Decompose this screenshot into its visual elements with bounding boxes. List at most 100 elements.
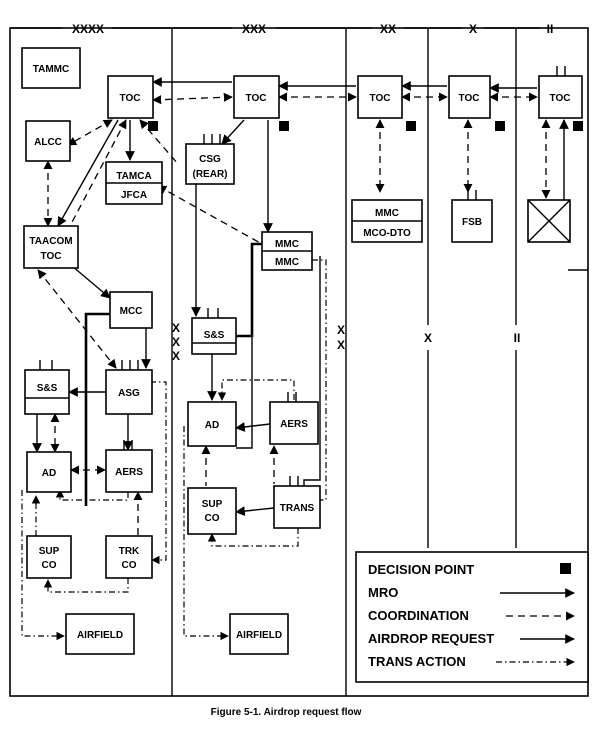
- aers-corps-label: AERS: [280, 419, 308, 430]
- legend-mro-label: MRO: [368, 585, 398, 600]
- decision-point-brigade: [495, 121, 505, 131]
- figure-caption: Figure 5-1. Airdrop request flow: [211, 707, 362, 718]
- corps-marker-right-1: X: [337, 323, 345, 337]
- coord-mmc-trans-dashdot: [312, 259, 327, 501]
- toc-corps-label: TOC: [246, 93, 267, 104]
- airfield-theater-box: [65, 613, 135, 655]
- airfield-corps-box: [229, 613, 289, 655]
- tammc-label: TAMMC: [33, 64, 69, 75]
- mro-mmc-trans: [303, 256, 321, 486]
- mro-toc-corps-csg: [221, 119, 245, 145]
- taacom-label: TAACOM: [29, 236, 72, 247]
- trans-corps-label: TRANS: [280, 503, 315, 514]
- mcc-label: MCC: [120, 306, 143, 317]
- mmc-corps-label-top: MMC: [275, 239, 299, 250]
- aers-theater-label: AERS: [115, 467, 143, 478]
- brigade-marker: X: [424, 331, 432, 345]
- decision-point-battalion: [573, 121, 583, 131]
- toc-battalion-label: TOC: [550, 93, 571, 104]
- coord-toc-tamca-x: [139, 119, 179, 165]
- echelon-label-xx: XX: [380, 22, 396, 36]
- coord-ad-aers-corps: [235, 422, 271, 432]
- airfield-theater-label: AIRFIELD: [77, 630, 123, 641]
- battalion-marker: II: [514, 331, 521, 345]
- decision-point-division: [406, 121, 416, 131]
- mmc-division-label: MMC: [375, 208, 399, 219]
- supco-corps-label-top: SUP: [202, 499, 223, 510]
- jfca-label: JFCA: [121, 190, 147, 201]
- coord-toc-taacom: [69, 119, 127, 227]
- asg-box: [105, 369, 153, 415]
- mco-dto-label: MCO-DTO: [363, 228, 411, 239]
- csg-rear-box: [185, 143, 235, 185]
- toc-division-label: TOC: [370, 93, 391, 104]
- taacom-toc-box: [23, 225, 79, 269]
- echelon-label-x: X: [469, 22, 477, 36]
- ss-corps-label: S&S: [204, 330, 225, 341]
- alcc-box: [25, 120, 71, 162]
- ss-corps-box: [191, 317, 237, 355]
- asg-label: ASG: [118, 388, 140, 399]
- supco-corps-label-bottom: CO: [205, 513, 220, 524]
- corps-marker-left-3: X: [172, 349, 180, 363]
- battalion-unit-cross-2: [527, 199, 571, 243]
- toc-division-box: [357, 75, 403, 119]
- coord-toc-theater-corps: [152, 92, 233, 105]
- request-mmc-ad: [236, 336, 253, 449]
- legend-box: [355, 551, 589, 683]
- alcc-label: ALCC: [34, 137, 62, 148]
- trkco-label-bottom: CO: [122, 560, 137, 571]
- ad-corps-box: [187, 401, 237, 447]
- decision-point-corps: [279, 121, 289, 131]
- ad-theater-label: AD: [42, 468, 56, 479]
- echelon-label-xxx: XXX: [242, 22, 266, 36]
- fsb-box: [451, 199, 493, 243]
- request-mcc-ad: [84, 312, 110, 506]
- tammc-box: [21, 47, 81, 89]
- request-aers-ad: [55, 489, 129, 501]
- supco-theater-box: [26, 535, 72, 579]
- supco-corps-box: [187, 487, 237, 535]
- toc-battalion-box: [538, 75, 583, 119]
- legend-coordination-label: COORDINATION: [368, 608, 469, 623]
- csg-label: CSG: [199, 154, 221, 165]
- aers-corps-box: [269, 401, 319, 445]
- mro-trans-supco: [235, 506, 275, 516]
- corps-marker-left-1: X: [172, 321, 180, 335]
- airfield-corps-label: AIRFIELD: [236, 630, 282, 641]
- request-mmc-ss: [236, 242, 262, 338]
- taacom-toc-label: TOC: [41, 251, 62, 262]
- corps-marker-left-2: X: [172, 335, 180, 349]
- ss-theater-label: S&S: [37, 383, 58, 394]
- toc-brigade-label: TOC: [459, 93, 480, 104]
- mcc-box: [109, 291, 153, 329]
- csg-rear-label: (REAR): [193, 169, 228, 180]
- toc-theater-label: TOC: [120, 93, 141, 104]
- legend-decision-point-label: DECISION POINT: [368, 562, 474, 577]
- ss-theater-box: [24, 369, 70, 415]
- toc-corps-box: [233, 75, 280, 119]
- echelon-label-xxxx: XXXX: [72, 22, 104, 36]
- supco-theater-label-bottom: CO: [42, 560, 57, 571]
- legend-trans-action-label: TRANS ACTION: [368, 654, 466, 669]
- trans-asg-trk: [150, 381, 167, 565]
- supco-theater-label-top: SUP: [39, 546, 60, 557]
- trkco-box: [105, 535, 153, 579]
- ad-corps-label: AD: [205, 420, 219, 431]
- tamca-label: TAMCA: [116, 171, 151, 182]
- fsb-label: FSB: [462, 217, 482, 228]
- toc-brigade-box: [448, 75, 491, 119]
- mmc-corps-label-bottom: MMC: [275, 257, 299, 268]
- trans-aers-ad-corps: [217, 379, 295, 401]
- echelon-label-ii: II: [547, 22, 554, 36]
- trkco-label-top: TRK: [119, 546, 140, 557]
- trans-ad-airfield-corps: [183, 426, 229, 641]
- decision-point-theater: [148, 121, 158, 131]
- corps-marker-right-2: X: [337, 338, 345, 352]
- trans-trans-supco: [207, 528, 299, 547]
- ad-theater-box: [26, 451, 72, 493]
- trans-trk-supco: [43, 578, 129, 593]
- trans-corps-box: [273, 485, 321, 529]
- coord-tamca-mmc: [157, 185, 263, 245]
